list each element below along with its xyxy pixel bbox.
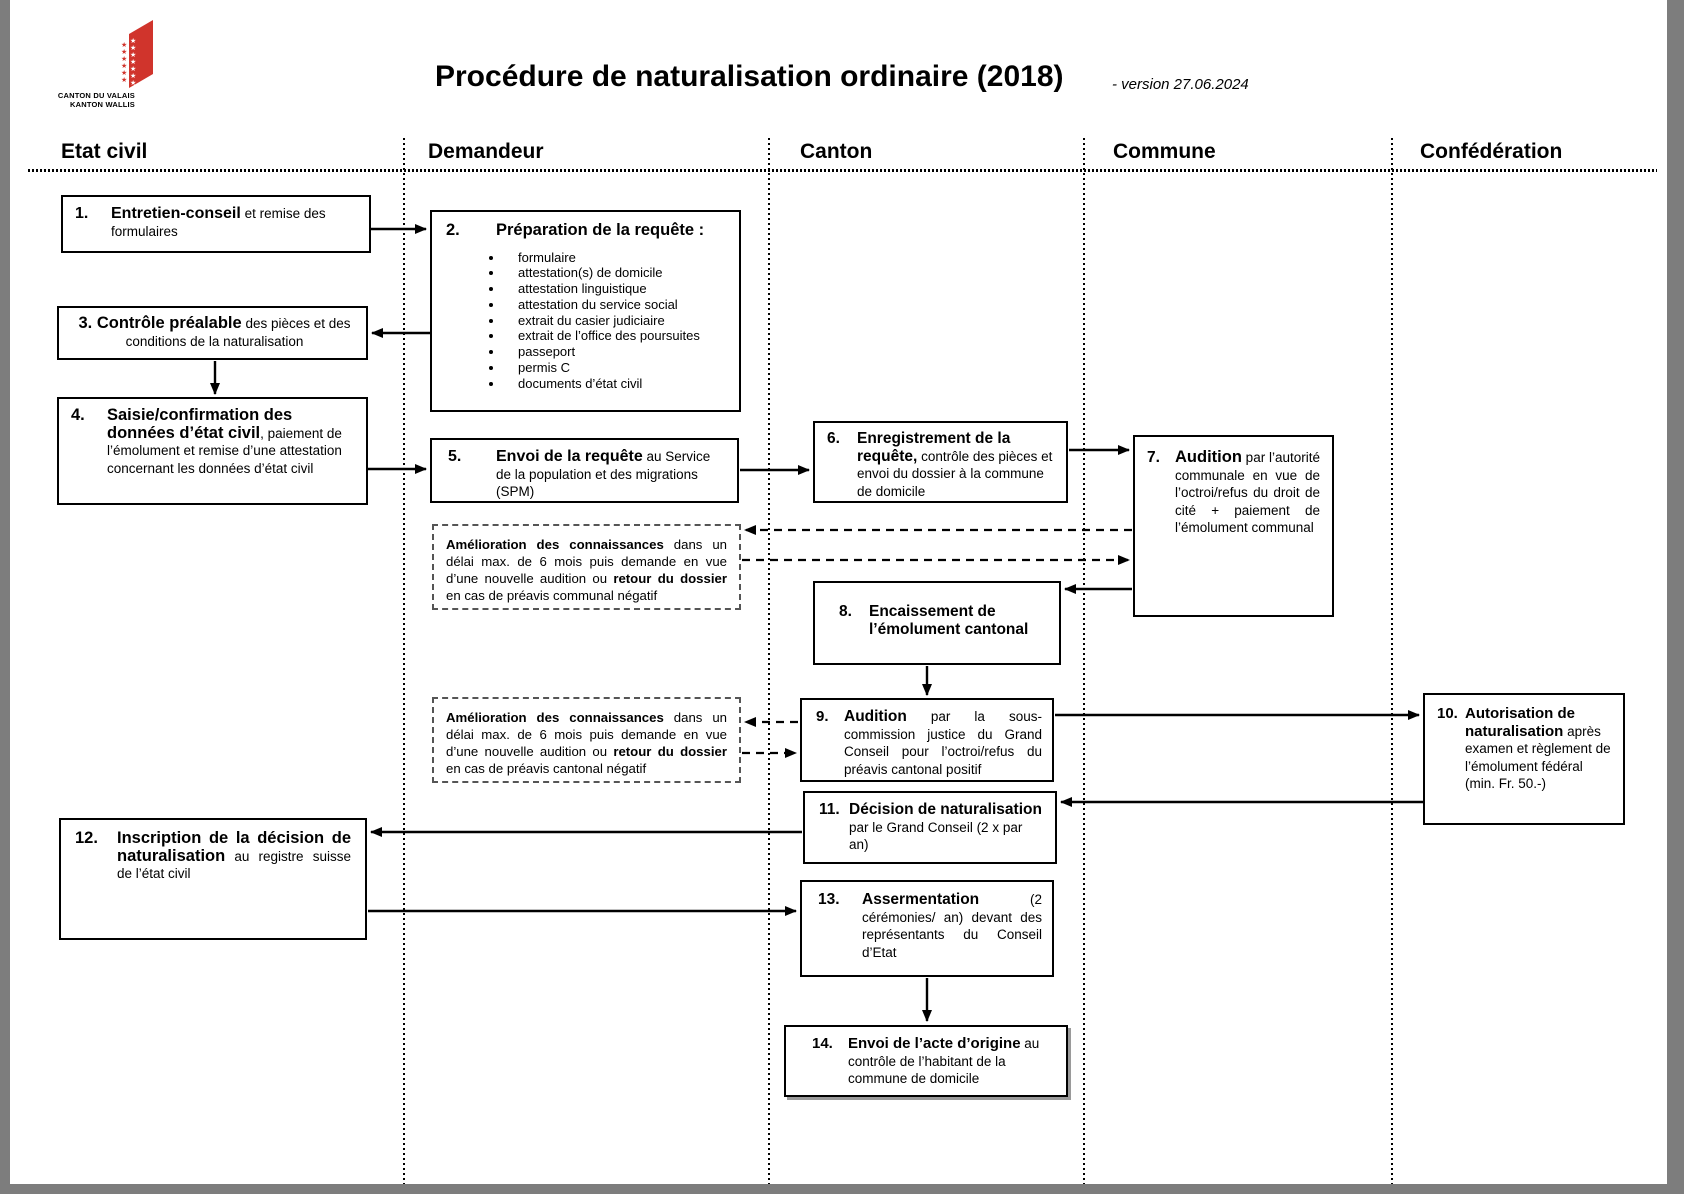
logo-caption-line1: CANTON DU VALAIS	[57, 91, 135, 100]
lane-header-etat-civil: Etat civil	[61, 140, 148, 163]
lane-divider-1	[403, 138, 405, 1184]
svg-text:★: ★	[130, 65, 136, 73]
step-box-13: 13. Assermentation (2 cérémonies/ an) de…	[800, 880, 1054, 977]
lane-divider-3	[1083, 138, 1085, 1184]
requirement-list: formulaire attestation(s) de domicile at…	[446, 250, 729, 392]
step-box-11: 11. Décision de naturalisation par le Gr…	[803, 791, 1057, 864]
step-title: Préparation de la requête :	[496, 221, 705, 239]
step-box-2: 2. Préparation de la requête : formulair…	[430, 210, 741, 412]
step-text: Envoi de l’acte d’origine au contrôle de…	[848, 1035, 1040, 1086]
requirement-item: extrait du casier judiciaire	[504, 313, 729, 329]
lane-header-demandeur: Demandeur	[428, 140, 544, 163]
step-number: 5.	[448, 448, 462, 465]
lane-divider-2	[768, 138, 770, 1184]
step-text: Encaissement de l’émolument cantonal	[869, 603, 1029, 638]
requirement-item: attestation linguistique	[504, 281, 729, 297]
diagram-title: Procédure de naturalisation ordinaire (2…	[435, 60, 1064, 93]
step-number: 11.	[819, 801, 840, 818]
requirement-item: passeport	[504, 344, 729, 360]
note-box-cantonal: Amélioration des connaissances dans un d…	[432, 697, 741, 783]
step-number: 10.	[1437, 705, 1458, 722]
step-text: Entretien-conseil et remise des formulai…	[111, 205, 326, 239]
svg-text:★: ★	[130, 51, 136, 59]
step-box-4: 4. Saisie/confirmation des données d’éta…	[57, 397, 368, 505]
step-number: 14.	[812, 1035, 833, 1052]
step-number: 2.	[446, 221, 460, 239]
step-number: 7.	[1147, 449, 1160, 466]
step-box-6: 6. Enregistrement de la requête, contrôl…	[813, 421, 1068, 503]
step-box-14: 14. Envoi de l’acte d’origine au contrôl…	[784, 1025, 1068, 1097]
version-label: - version 27.06.2024	[1112, 76, 1249, 93]
step-text: Enregistrement de la requête, contrôle d…	[857, 430, 1053, 499]
valais-flag-icon: ★★★ ★★★ ★ ★★★ ★★★	[121, 20, 153, 88]
note-box-communal: Amélioration des connaissances dans un d…	[432, 524, 741, 610]
step-box-3: 3. Contrôle préalable des pièces et des …	[57, 306, 368, 360]
step-text: Audition par l’autorité communale en vue…	[1175, 448, 1320, 535]
step-text: Audition par la sous-commission justice …	[844, 708, 1042, 777]
svg-text:★: ★	[130, 72, 136, 80]
lane-divider-4	[1391, 138, 1393, 1184]
svg-text:★: ★	[130, 79, 136, 87]
header-rule	[28, 169, 1657, 172]
step-text: 3. Contrôle préalable des pièces et des …	[78, 314, 351, 349]
svg-text:★: ★	[121, 62, 127, 70]
step-number: 4.	[71, 406, 85, 424]
step-box-8: 8. Encaissement de l’émolument cantonal	[813, 581, 1061, 665]
requirement-item: documents d’état civil	[504, 376, 729, 392]
step-box-12: 12. Inscription de la décision de natura…	[59, 818, 367, 940]
step-number: 1.	[75, 205, 89, 222]
step-number: 12.	[75, 829, 98, 847]
step-box-7: 7. Audition par l’autorité communale en …	[1133, 435, 1334, 617]
svg-text:★: ★	[130, 37, 136, 45]
requirement-item: permis C	[504, 360, 729, 376]
svg-text:★: ★	[130, 44, 136, 52]
requirement-item: extrait de l’office des poursuites	[504, 328, 729, 344]
step-text: Décision de naturalisation par le Grand …	[849, 801, 1042, 852]
svg-text:★: ★	[130, 58, 136, 66]
step-text: Inscription de la décision de naturalisa…	[117, 829, 351, 881]
step-number: 6.	[827, 430, 840, 447]
step-text: Saisie/confirmation des données d’état c…	[107, 406, 342, 476]
step-text: Autorisation de naturalisation après exa…	[1465, 705, 1611, 791]
step-number: 8.	[839, 603, 852, 620]
lane-header-commune: Commune	[1113, 140, 1216, 163]
svg-text:★: ★	[121, 69, 127, 77]
lane-header-canton: Canton	[800, 140, 873, 163]
step-box-10: 10. Autorisation de naturalisation après…	[1423, 693, 1625, 825]
step-box-1: 1. Entretien-conseil et remise des formu…	[61, 195, 371, 253]
lane-header-confederation: Confédération	[1420, 140, 1563, 163]
svg-text:★: ★	[121, 76, 127, 84]
step-text: Assermentation (2 cérémonies/ an) devant…	[862, 891, 1042, 960]
svg-text:★: ★	[121, 41, 127, 49]
step-box-5: 5. Envoi de la requête au Service de la …	[430, 438, 739, 503]
step-text: Envoi de la requête au Service de la pop…	[496, 448, 711, 499]
step-number: 9.	[816, 708, 829, 725]
svg-text:★: ★	[121, 48, 127, 56]
requirement-item: attestation(s) de domicile	[504, 265, 729, 281]
logo-caption: CANTON DU VALAIS KANTON WALLIS	[40, 91, 135, 109]
requirement-item: attestation du service social	[504, 297, 729, 313]
logo-caption-line2: KANTON WALLIS	[70, 100, 135, 109]
requirement-item: formulaire	[504, 250, 729, 266]
step-box-9: 9. Audition par la sous-commission justi…	[800, 698, 1054, 782]
svg-text:★: ★	[121, 55, 127, 63]
step-number: 13.	[818, 891, 840, 908]
